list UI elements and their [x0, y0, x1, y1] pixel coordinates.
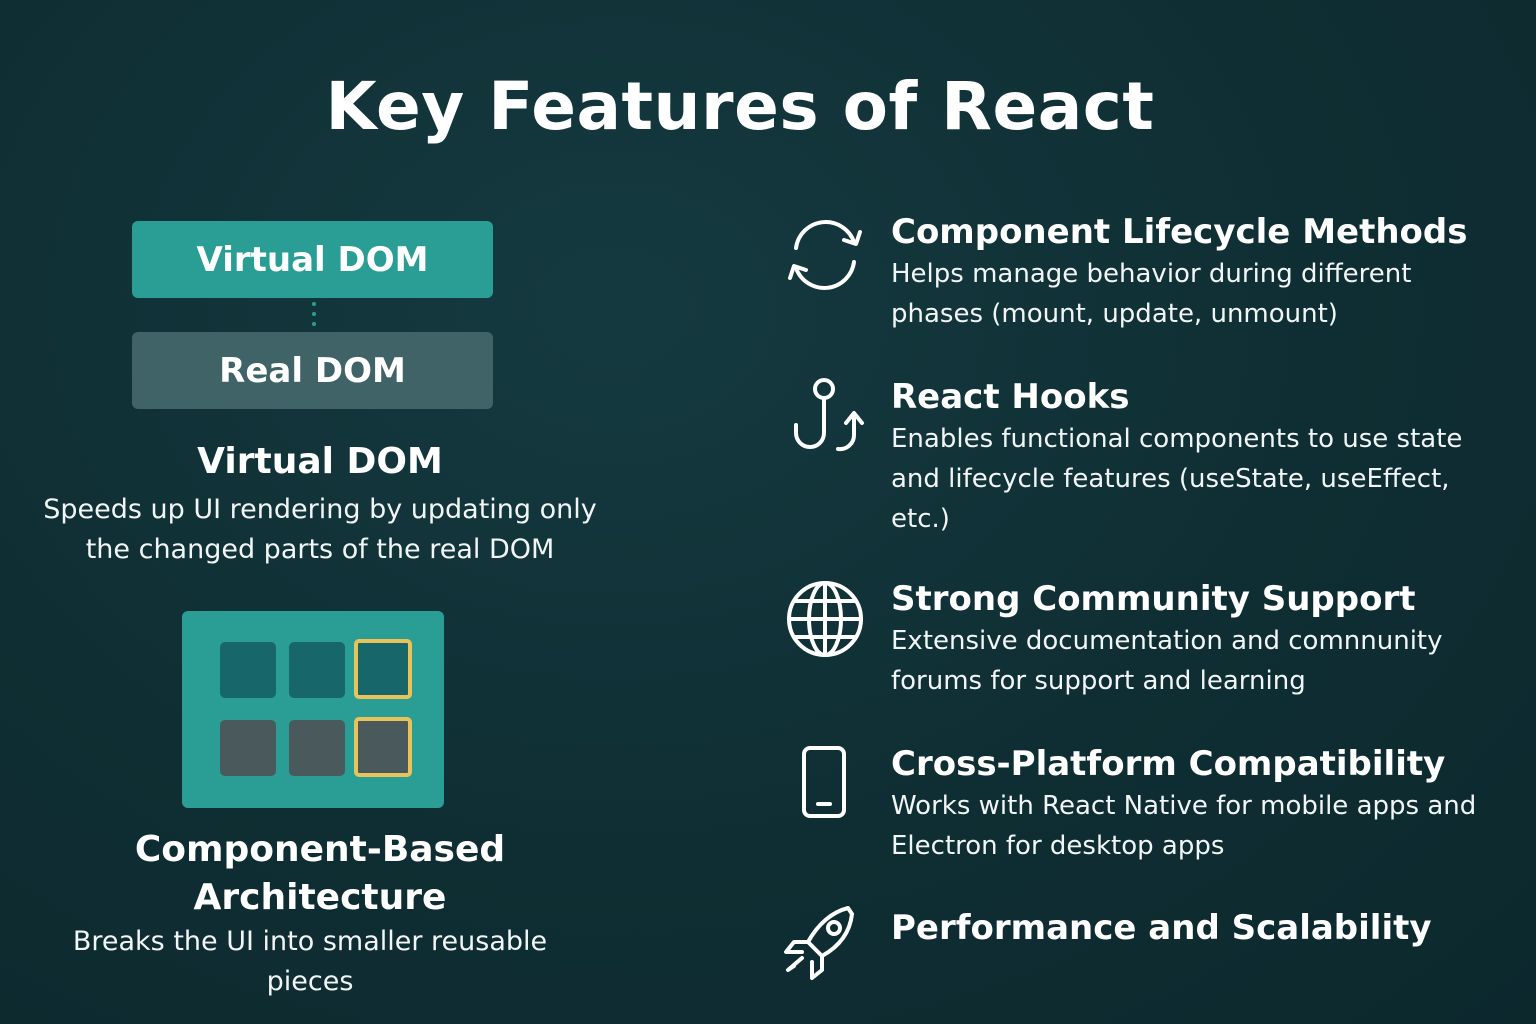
feature-title: Performance and Scalability [891, 908, 1432, 948]
feature-description: Helps manage behavior during different p… [891, 259, 1412, 329]
virtual-dom-box: Virtual DOM [132, 221, 493, 298]
feature-title: React Hooks [891, 377, 1130, 417]
component-tile [220, 720, 276, 776]
component-tile-highlighted [354, 639, 412, 699]
component-grid-panel [182, 611, 444, 808]
real-dom-box: Real DOM [132, 332, 493, 409]
component-based-heading: Component-Based Architecture [40, 826, 600, 922]
globe-icon [787, 581, 863, 657]
refresh-cycle-icon [788, 220, 862, 290]
virtual-dom-heading: Virtual DOM [197, 441, 443, 482]
hook-icon [794, 378, 864, 452]
component-based-description: Breaks the UI into smaller reusable piec… [72, 926, 548, 997]
feature-description: Works with React Native for mobile apps … [891, 791, 1477, 861]
component-tile [289, 720, 345, 776]
smartphone-icon [802, 746, 846, 818]
feature-description: Enables functional components to use sta… [891, 424, 1463, 534]
page-title: Key Features of React [325, 68, 1155, 145]
connector-dots [312, 302, 316, 326]
feature-title: Component Lifecycle Methods [891, 212, 1468, 252]
feature-title: Cross-Platform Compatibility [891, 744, 1446, 784]
feature-description: Extensive documentation and comnnunity f… [891, 626, 1443, 696]
component-tile [220, 642, 276, 698]
rocket-icon [784, 906, 854, 980]
component-tile [289, 642, 345, 698]
feature-title: Strong Community Support [891, 579, 1416, 619]
component-tile-highlighted [354, 717, 412, 777]
component-based-heading-line1: Component-Based [134, 829, 506, 870]
virtual-dom-description: Speeds up UI rendering by updating only … [43, 494, 597, 565]
component-based-heading-line2: Architecture [193, 877, 447, 918]
